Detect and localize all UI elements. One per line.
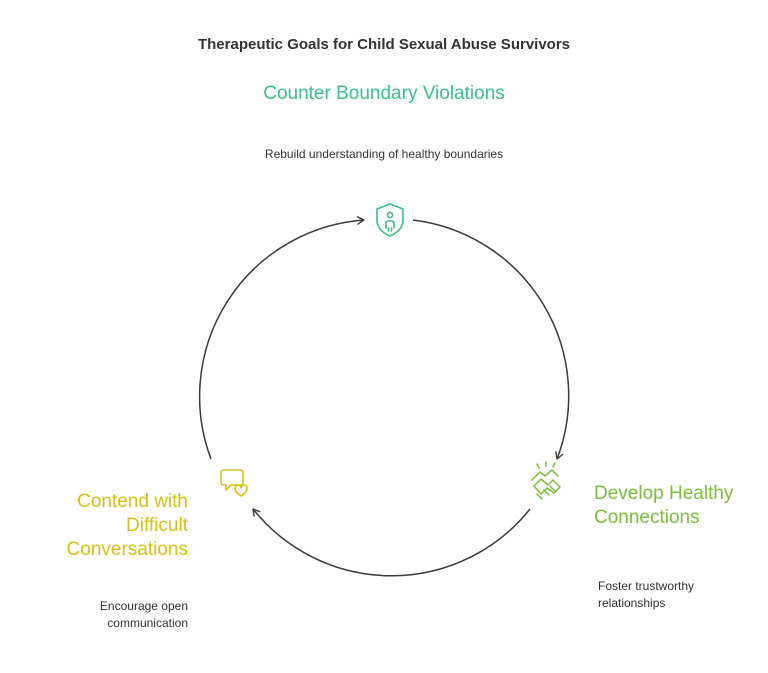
shield-person-icon xyxy=(376,203,404,237)
goal-description-counter-boundary-violations: Rebuild understanding of healthy boundar… xyxy=(264,147,504,161)
chat-heart-icon xyxy=(220,469,248,497)
connector-top-to-right xyxy=(412,219,570,460)
goal-heading-develop-healthy-connections: Develop Healthy Connections xyxy=(594,483,734,528)
goal-description-develop-healthy-connections: Foster trustworthy relationships xyxy=(598,579,695,610)
goal-heading-contend-with-difficult-conversations: Contend with Difficult Conversations xyxy=(66,491,188,560)
goal-heading-counter-boundary-violations: Counter Boundary Violations xyxy=(263,83,505,104)
diagram-title: Therapeutic Goals for Child Sexual Abuse… xyxy=(197,36,571,53)
handshake-icon xyxy=(531,461,561,500)
connector-right-to-left xyxy=(252,508,531,577)
connector-left-to-top xyxy=(198,216,365,460)
goal-description-contend-with-difficult-conversations: Encourage open communication xyxy=(99,599,188,630)
